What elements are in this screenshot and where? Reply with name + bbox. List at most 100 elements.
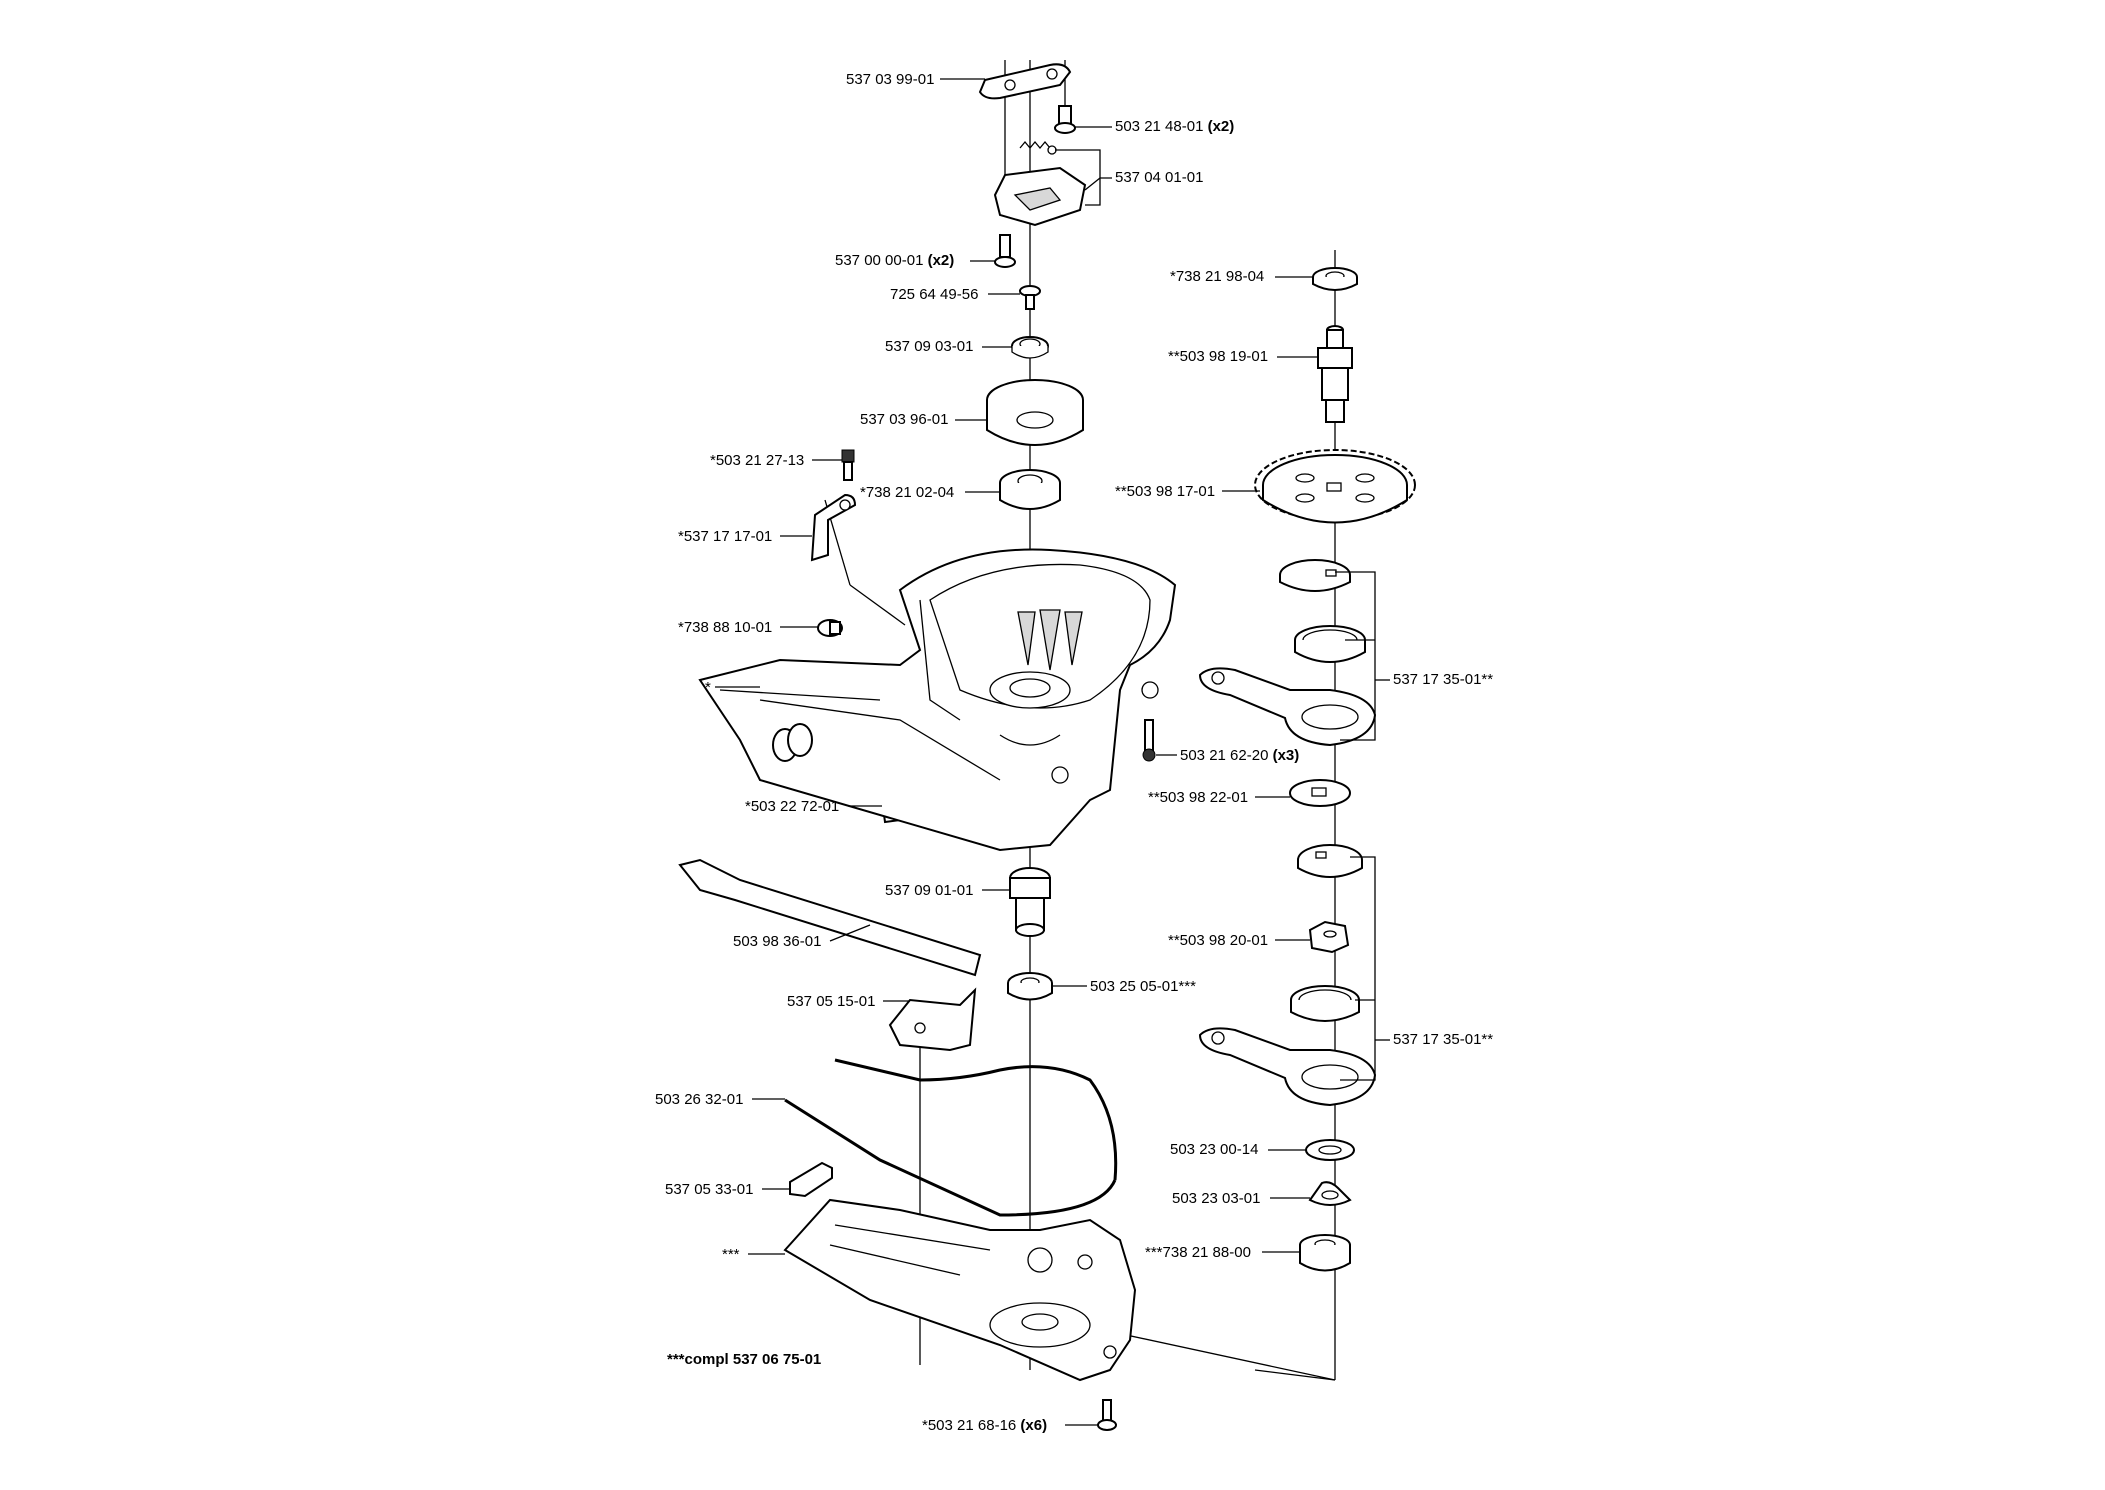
callout-537-05-15-01: 537 05 15-01: [787, 993, 910, 1010]
svg-text:**503 98 22-01: **503 98 22-01: [1148, 789, 1248, 806]
svg-text:503 25 05-01***: 503 25 05-01***: [1090, 978, 1196, 995]
washer-503-23-00-14: [1305, 1139, 1355, 1161]
bearing-738-21-02-04: [999, 469, 1061, 510]
bearing-738-21-88-00: [1299, 1234, 1351, 1272]
callout-537-03-99-01: 537 03 99-01: [846, 71, 985, 88]
svg-text:*738 21 02-04: *738 21 02-04: [860, 484, 954, 501]
svg-text:*537 17 17-01: *537 17 17-01: [678, 528, 772, 545]
conrod-upper: [1198, 667, 1377, 747]
svg-text:***738 21 88-00: ***738 21 88-00: [1145, 1244, 1251, 1261]
ring-537-09-03-01: [1011, 336, 1049, 359]
callout-738-88-10-01: *738 88 10-01: [678, 619, 818, 636]
pinion-537-09-01-01: [1009, 867, 1051, 937]
callout-housing-star: *: [705, 679, 760, 696]
svg-text:537 17 35-01**: 537 17 35-01**: [1393, 671, 1493, 688]
disc-lower: [1297, 844, 1363, 878]
strip-503-98-36-01: [678, 858, 982, 977]
disc-upper: [1279, 559, 1351, 592]
screw-537-00-00-01: [994, 234, 1016, 268]
svg-text:***compl 537 06 75-01: ***compl 537 06 75-01: [667, 1351, 821, 1368]
washer-503-98-22-01: [1289, 779, 1351, 807]
svg-text:*503 21 68-16 (x6): *503 21 68-16 (x6): [922, 1417, 1047, 1434]
bracket-537-05-15-01: [888, 987, 977, 1052]
svg-text:*738 88 10-01: *738 88 10-01: [678, 619, 772, 636]
clip-503-23-03-01: [1308, 1181, 1352, 1206]
callout-compl-537-06-75-01: ***compl 537 06 75-01: [667, 1351, 821, 1368]
callout-503-22-72-01: *503 22 72-01: [745, 798, 882, 815]
svg-text:503 21 62-20 (x3): 503 21 62-20 (x3): [1180, 747, 1299, 764]
bearing-738-21-98-04: [1312, 267, 1358, 291]
callout-503-98-17-01: **503 98 17-01: [1115, 483, 1260, 500]
screw-725-64-49-56: [1019, 285, 1041, 310]
svg-text:**503 98 19-01: **503 98 19-01: [1168, 348, 1268, 365]
svg-text:537 17 35-01**: 537 17 35-01**: [1393, 1031, 1493, 1048]
bottom-cover: [783, 1198, 1137, 1382]
callout-537-00-00-01: 537 00 00-01 (x2): [835, 252, 995, 269]
svg-text:537 05 15-01: 537 05 15-01: [787, 993, 875, 1010]
callout-537-09-03-01: 537 09 03-01: [885, 338, 1012, 355]
callout-738-21-88-00: ***738 21 88-00: [1145, 1244, 1300, 1261]
svg-text:***: ***: [722, 1246, 740, 1263]
callout-738-21-98-04: *738 21 98-04: [1170, 268, 1313, 285]
callout-503-21-27-13: *503 21 27-13: [710, 452, 842, 469]
svg-text:*503 21 27-13: *503 21 27-13: [710, 452, 804, 469]
callout-503-21-62-20: 503 21 62-20 (x3): [1156, 747, 1299, 764]
callout-738-21-02-04: *738 21 02-04: [860, 484, 1000, 501]
callout-cover-stars: ***: [722, 1246, 785, 1263]
callout-503-98-19-01: **503 98 19-01: [1168, 348, 1318, 365]
callout-537-03-96-01: 537 03 96-01: [860, 411, 987, 428]
callout-503-26-32-01: 503 26 32-01: [655, 1091, 785, 1108]
ring-upper: [1294, 625, 1366, 663]
callout-503-21-48-01: 503 21 48-01 (x2): [1075, 118, 1234, 135]
callout-537-17-35-01-lower: 537 17 35-01**: [1393, 1031, 1493, 1048]
bracket-group-lower: [1340, 856, 1390, 1081]
shaft-503-98-19-01: [1317, 325, 1353, 423]
svg-text:537 00 00-01 (x2): 537 00 00-01 (x2): [835, 252, 954, 269]
callout-725-64-49-56: 725 64 49-56: [890, 286, 1020, 303]
callout-503-98-36-01: 503 98 36-01: [733, 924, 871, 950]
svg-text:503 21 48-01 (x2): 503 21 48-01 (x2): [1115, 118, 1234, 135]
svg-text:*503 22 72-01: *503 22 72-01: [745, 798, 839, 815]
nut-503-98-20-01: [1308, 920, 1350, 954]
svg-text:**503 98 17-01: **503 98 17-01: [1115, 483, 1215, 500]
callout-537-17-35-01-upper: 537 17 35-01**: [1393, 671, 1493, 688]
svg-text:*: *: [705, 679, 711, 696]
drum-537-03-96-01: [986, 379, 1084, 446]
plate-537-03-99-01: [978, 63, 1072, 100]
svg-text:537 03 96-01: 537 03 96-01: [860, 411, 948, 428]
svg-text:537 09 03-01: 537 09 03-01: [885, 338, 973, 355]
svg-text:503 23 03-01: 503 23 03-01: [1172, 1190, 1260, 1207]
gear-503-98-17-01: [1254, 449, 1416, 524]
bracket-group-upper: [1335, 571, 1390, 741]
screw-503-21-62-20: [1142, 719, 1156, 762]
svg-text:503 98 36-01: 503 98 36-01: [733, 933, 821, 950]
lever-537-17-17-01: [810, 493, 857, 562]
screw-503-21-68-16: [1097, 1399, 1117, 1431]
callout-503-98-20-01: **503 98 20-01: [1168, 932, 1310, 949]
callout-537-17-17-01: *537 17 17-01: [678, 528, 812, 545]
conrod-lower: [1198, 1027, 1377, 1107]
svg-text:503 26 32-01: 503 26 32-01: [655, 1091, 743, 1108]
svg-text:537 09 01-01: 537 09 01-01: [885, 882, 973, 899]
svg-text:537 03 99-01: 537 03 99-01: [846, 71, 934, 88]
svg-text:725 64 49-56: 725 64 49-56: [890, 286, 978, 303]
svg-text:537 05 33-01: 537 05 33-01: [665, 1181, 753, 1198]
spring-part: [1019, 140, 1057, 155]
callout-503-23-03-01: 503 23 03-01: [1172, 1190, 1310, 1207]
ring-lower: [1290, 985, 1360, 1022]
screw-503-21-48-01: [1054, 105, 1076, 134]
svg-text:537 04 01-01: 537 04 01-01: [1115, 169, 1203, 186]
svg-text:503 23 00-14: 503 23 00-14: [1170, 1141, 1258, 1158]
gear-housing: [698, 548, 1177, 852]
block-537-04-01-01: [993, 166, 1087, 227]
svg-text:*738 21 98-04: *738 21 98-04: [1170, 268, 1264, 285]
svg-text:**503 98 20-01: **503 98 20-01: [1168, 932, 1268, 949]
bearing-503-25-05-01: [1007, 972, 1053, 1001]
callout-503-23-00-14: 503 23 00-14: [1170, 1141, 1306, 1158]
callout-537-04-01-01: 537 04 01-01: [1055, 149, 1203, 206]
plug-738-88-10-01: [817, 619, 843, 637]
callout-503-25-05-01: 503 25 05-01***: [1052, 978, 1196, 995]
boss-cylinder: [772, 723, 813, 762]
callout-503-21-68-16: *503 21 68-16 (x6): [922, 1417, 1098, 1434]
